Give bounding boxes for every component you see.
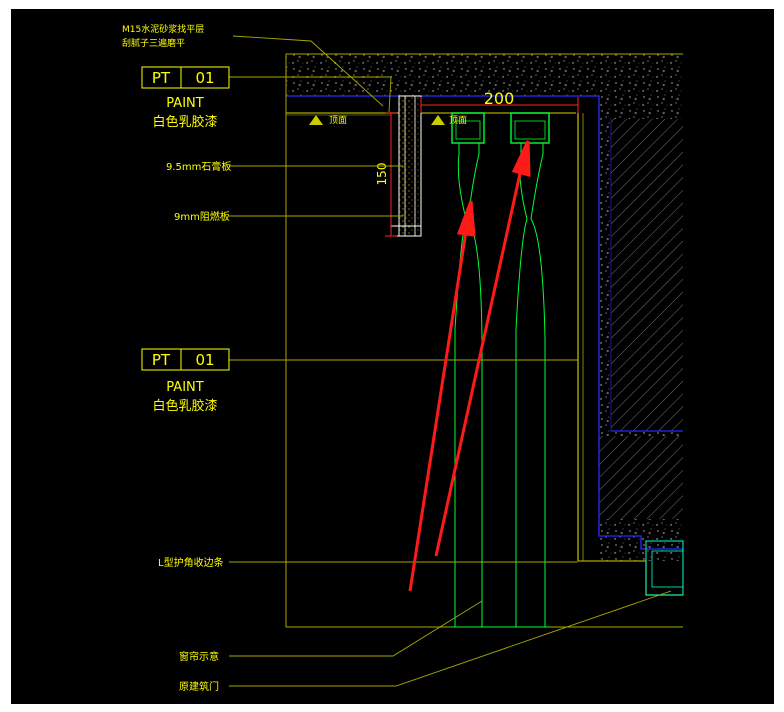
- tag-1-name: PAINT: [166, 96, 203, 111]
- curtain-box-section-drawing: 200 150 顶面 顶面 M15水泥砂浆找平层 刮腻子三遍磨平 9.5mm石膏…: [122, 23, 684, 693]
- label-l-trim: L型护角收边条: [158, 556, 224, 569]
- level-text-left: 顶面: [329, 115, 347, 126]
- material-tag-1: PT 01 PAINT 白色乳胶漆: [141, 66, 230, 130]
- label-mortar-line1: M15水泥砂浆找平层: [122, 23, 204, 35]
- tag-1-num: 01: [195, 69, 214, 87]
- ceiling-slab: [286, 54, 683, 96]
- label-window: 原建筑门: [179, 680, 219, 693]
- structure-edge: [286, 95, 683, 550]
- tag-2-desc: 白色乳胶漆: [152, 398, 217, 414]
- highlight-arrows: [408, 140, 531, 592]
- level-marker-left: [309, 115, 323, 125]
- curtain-track-1: [451, 112, 485, 144]
- dimension-width-text: 200: [484, 89, 515, 108]
- label-mortar-line2: 刮腻子三遍磨平: [122, 37, 185, 49]
- material-tag-2: PT 01 PAINT 白色乳胶漆: [141, 348, 230, 414]
- cad-drawing-frame: 200 150 顶面 顶面 M15水泥砂浆找平层 刮腻子三遍磨平 9.5mm石膏…: [11, 9, 774, 704]
- label-curtain: 窗帘示意: [179, 650, 219, 663]
- leader-lines: [229, 35, 672, 687]
- red-arrow-2-head: [511, 140, 531, 177]
- tag-1-code: PT: [152, 69, 171, 87]
- red-arrow-2: [434, 168, 523, 557]
- dimension-height-text: 150: [375, 163, 389, 186]
- room-boundary: [285, 54, 683, 628]
- l-trim: [578, 560, 683, 596]
- level-text-right: 顶面: [449, 115, 467, 126]
- tag-2-name: PAINT: [166, 380, 203, 395]
- red-arrow-1: [408, 230, 468, 592]
- tag-1-desc: 白色乳胶漆: [152, 114, 217, 130]
- right-wall-masonry: [611, 119, 683, 431]
- red-arrow-1-head: [456, 200, 476, 237]
- level-marker-right: [431, 115, 445, 125]
- curtain-track-2: [510, 112, 550, 144]
- dimension-height: [385, 112, 397, 237]
- dimension-width: [420, 97, 579, 113]
- tag-2-num: 01: [195, 351, 214, 369]
- label-plywood: 9mm阻燃板: [174, 210, 230, 223]
- tag-2-code: PT: [152, 351, 171, 369]
- label-gypsum: 9.5mm石膏板: [166, 160, 231, 173]
